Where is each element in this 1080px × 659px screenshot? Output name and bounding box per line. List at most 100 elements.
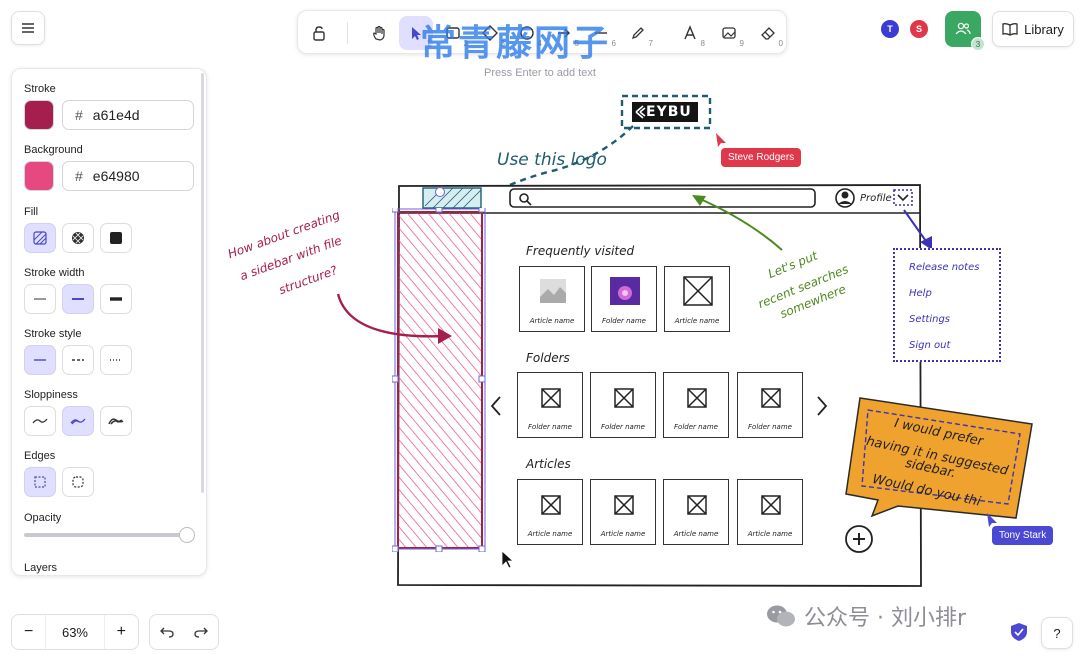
main-menu-button[interactable] bbox=[11, 11, 45, 45]
tool-lock[interactable] bbox=[302, 16, 336, 50]
placeholder-x-icon bbox=[683, 276, 713, 306]
tool-diamond[interactable]: 3 bbox=[473, 16, 507, 50]
menu-item-settings[interactable]: Settings bbox=[909, 314, 951, 325]
opacity-slider-thumb[interactable] bbox=[179, 527, 195, 543]
frequent-tile-article-1[interactable]: Article name bbox=[519, 266, 585, 332]
tile-label: Folder name bbox=[528, 423, 572, 431]
tool-ellipse[interactable]: 4 bbox=[510, 16, 544, 50]
help-button[interactable]: ? bbox=[1041, 617, 1073, 649]
stroke-style-dashed-option[interactable] bbox=[62, 345, 94, 375]
eraser-icon bbox=[761, 27, 775, 40]
article-tile-4[interactable]: Article name bbox=[737, 479, 803, 545]
panel-scrollbar[interactable] bbox=[201, 73, 204, 493]
line-icon bbox=[595, 32, 607, 34]
article-tile-2[interactable]: Article name bbox=[590, 479, 656, 545]
tile-label: Article name bbox=[673, 530, 719, 538]
solid-fill-icon bbox=[110, 232, 122, 244]
smooth-curve-icon bbox=[32, 418, 48, 424]
hash-prefix: # bbox=[75, 107, 83, 123]
folder-tile-3[interactable]: Folder name bbox=[663, 372, 729, 438]
collaborator-avatar-t[interactable]: T bbox=[879, 18, 901, 40]
rotate-handle-icon[interactable] bbox=[434, 186, 446, 198]
stroke-width-thin-option[interactable] bbox=[24, 284, 56, 314]
sloppiness-label: Sloppiness bbox=[24, 389, 78, 401]
redo-button[interactable] bbox=[184, 615, 218, 649]
dotted-line-icon bbox=[110, 359, 122, 361]
stroke-style-solid-option[interactable] bbox=[24, 345, 56, 375]
tool-image[interactable]: 9 bbox=[712, 16, 746, 50]
stroke-style-dotted-option[interactable] bbox=[100, 345, 132, 375]
cursor-label-steve: Steve Rodgers bbox=[721, 148, 802, 167]
background-hex-input[interactable]: #e64980 bbox=[62, 161, 194, 191]
tool-draw[interactable]: 7 bbox=[621, 16, 655, 50]
sharp-corner-icon bbox=[34, 476, 46, 488]
profile-dropdown-menu[interactable]: Release notes Help Settings Sign out bbox=[893, 248, 1001, 362]
frequent-tile-folder-1[interactable]: Folder name bbox=[591, 266, 657, 332]
crosshatch-fill-icon bbox=[72, 232, 84, 244]
tool-rectangle[interactable]: 2 bbox=[436, 16, 470, 50]
fill-solid-option[interactable] bbox=[100, 223, 132, 253]
tool-shortcut: 3 bbox=[500, 39, 505, 48]
note-use-logo[interactable]: Use this logo bbox=[497, 150, 607, 170]
stroke-width-label: Stroke width bbox=[24, 267, 85, 279]
shield-icon[interactable] bbox=[1010, 622, 1028, 642]
tool-shortcut: 9 bbox=[739, 39, 744, 48]
undo-button[interactable] bbox=[150, 615, 184, 649]
artist-curve-icon bbox=[70, 418, 86, 425]
folder-tile-2[interactable]: Folder name bbox=[590, 372, 656, 438]
sloppiness-architect-option[interactable] bbox=[24, 406, 56, 436]
zoom-out-button[interactable]: − bbox=[24, 623, 34, 640]
tile-label: Article name bbox=[674, 317, 720, 325]
stroke-style-label: Stroke style bbox=[24, 328, 82, 340]
tile-label: Article name bbox=[527, 530, 573, 538]
edges-sharp-option[interactable] bbox=[24, 467, 56, 497]
edges-round-option[interactable] bbox=[62, 467, 94, 497]
zoom-in-button[interactable]: + bbox=[116, 623, 126, 640]
folder-tile-4[interactable]: Folder name bbox=[737, 372, 803, 438]
menu-item-help[interactable]: Help bbox=[909, 288, 932, 299]
menu-item-release-notes[interactable]: Release notes bbox=[909, 262, 980, 273]
sticky-note-shape[interactable] bbox=[842, 394, 1036, 522]
placeholder-x-icon bbox=[541, 495, 561, 515]
collaborator-avatar-s[interactable]: S bbox=[908, 18, 930, 40]
stroke-width-extra-bold-option[interactable] bbox=[100, 284, 132, 314]
frequent-tile-article-2[interactable]: Article name bbox=[664, 266, 730, 332]
sloppiness-cartoonist-option[interactable] bbox=[100, 406, 132, 436]
profile-label[interactable]: Profile bbox=[860, 193, 892, 204]
placeholder-x-icon bbox=[687, 388, 707, 408]
arrow-pointer-icon bbox=[412, 27, 421, 40]
article-tile-1[interactable]: Article name bbox=[517, 479, 583, 545]
collaborate-button[interactable]: 3 bbox=[945, 11, 985, 51]
stroke-color-swatch[interactable] bbox=[24, 100, 54, 130]
tool-selection[interactable]: 1 bbox=[399, 16, 433, 50]
sloppiness-artist-option[interactable] bbox=[62, 406, 94, 436]
tool-shortcut: 2 bbox=[463, 39, 468, 48]
tool-hand[interactable] bbox=[362, 16, 396, 50]
tool-line[interactable]: 6 bbox=[584, 16, 618, 50]
tool-arrow[interactable]: 5 bbox=[547, 16, 581, 50]
placeholder-x-icon bbox=[761, 495, 781, 515]
stroke-label: Stroke bbox=[24, 83, 56, 95]
logo-dashed-box[interactable] bbox=[620, 94, 712, 130]
placeholder-x-icon bbox=[761, 388, 781, 408]
background-color-swatch[interactable] bbox=[24, 161, 54, 191]
section-frequently-visited: Frequently visited bbox=[526, 244, 635, 258]
menu-item-sign-out[interactable]: Sign out bbox=[909, 340, 951, 351]
tool-text[interactable]: 8 bbox=[673, 16, 707, 50]
sidebar-sketch-shape[interactable] bbox=[392, 208, 488, 552]
stroke-hex-input[interactable]: #a61e4d bbox=[62, 100, 194, 130]
stroke-width-bold-option[interactable] bbox=[62, 284, 94, 314]
properties-panel: Stroke #a61e4d Background #e64980 Fill S… bbox=[11, 68, 207, 576]
fill-crosshatch-option[interactable] bbox=[62, 223, 94, 253]
library-button[interactable]: Library bbox=[992, 11, 1074, 47]
tile-label: Folder name bbox=[748, 423, 792, 431]
tool-eraser[interactable]: 0 bbox=[751, 16, 785, 50]
folder-tile-1[interactable]: Folder name bbox=[517, 372, 583, 438]
zoom-level[interactable]: 63% bbox=[45, 615, 105, 649]
fill-hachure-option[interactable] bbox=[24, 223, 56, 253]
tile-label: Article name bbox=[529, 317, 575, 325]
article-tile-3[interactable]: Article name bbox=[663, 479, 729, 545]
tool-shortcut: 7 bbox=[648, 39, 653, 48]
opacity-slider-track[interactable] bbox=[24, 533, 194, 537]
